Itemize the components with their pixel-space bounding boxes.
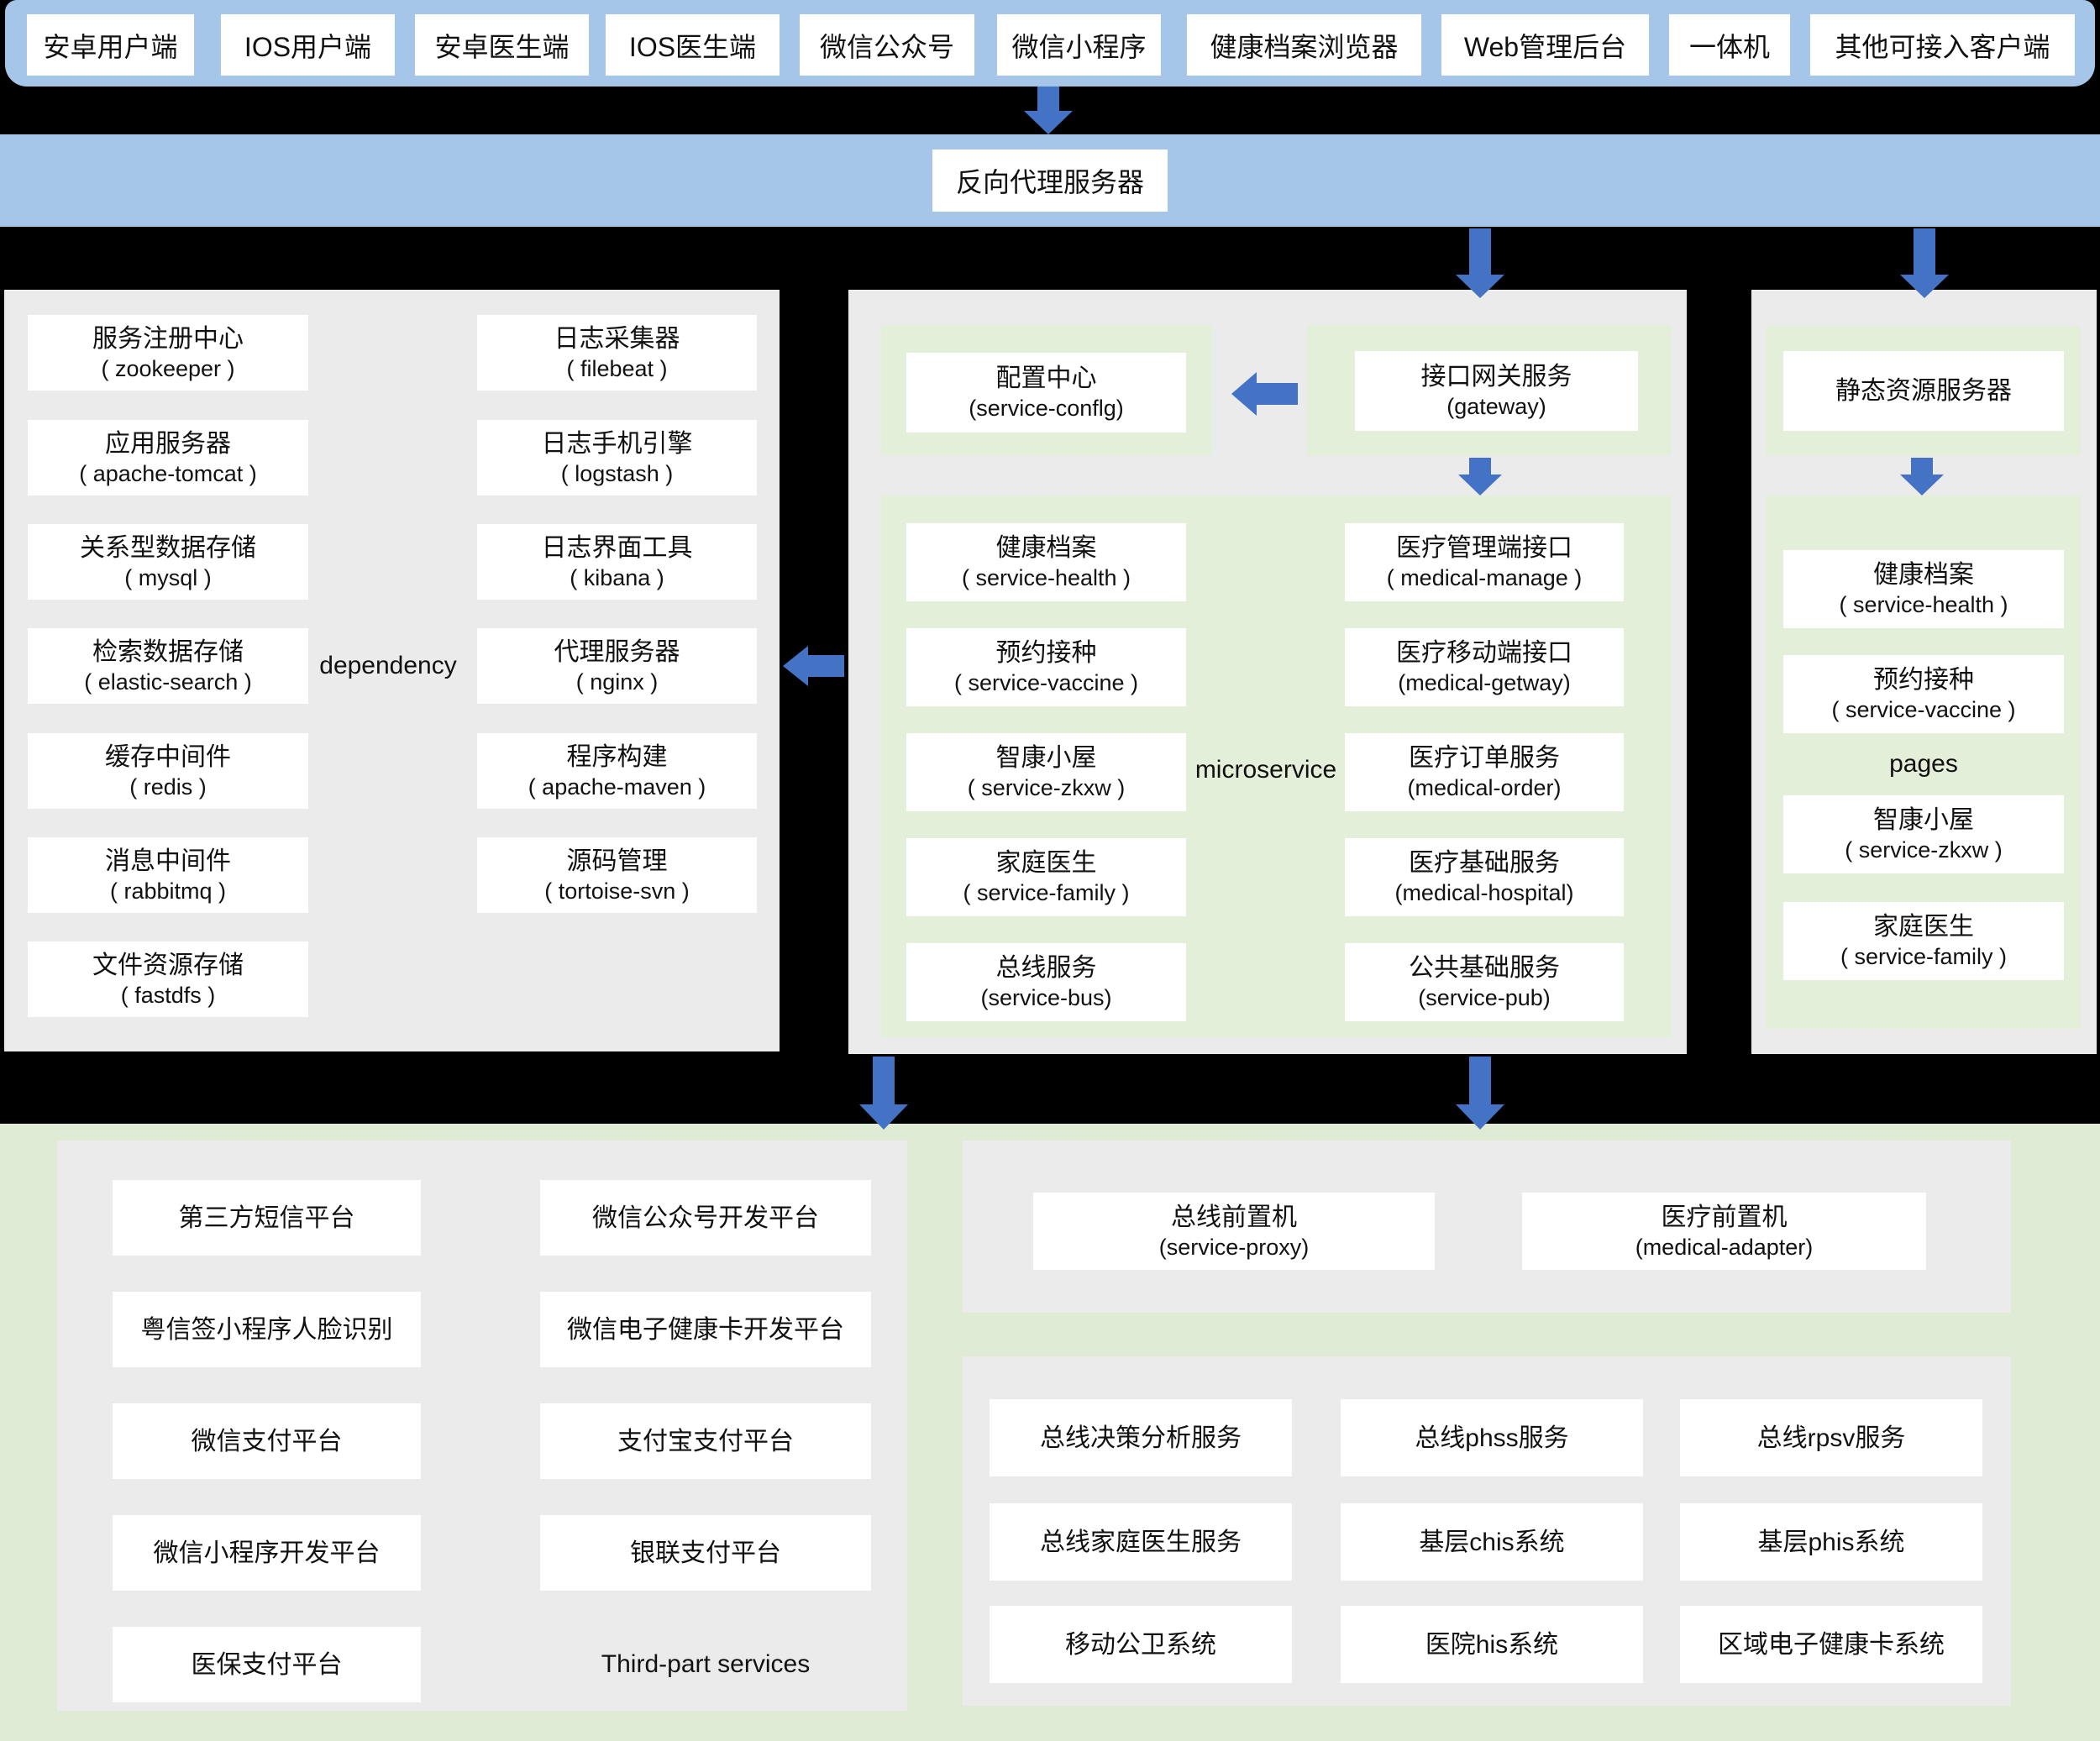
dep-box-elastic-search: 检索数据存储( elastic-search )	[28, 628, 308, 704]
client-box-ios-doctor: IOS医生端	[606, 14, 780, 76]
client-box-all-in-one: 一体机	[1669, 14, 1790, 76]
bus-grid-box-decision: 总线决策分析服务	[990, 1399, 1292, 1476]
ms-box-service-zkxw: 智康小屋( service-zkxw )	[906, 733, 1186, 811]
dep-box-mysql: 关系型数据存储( mysql )	[28, 524, 308, 600]
arrow-left-icon	[783, 645, 844, 687]
arrow-down-icon	[859, 1057, 908, 1130]
ms-box-service-bus: 总线服务(service-bus)	[906, 943, 1186, 1021]
client-label: 安卓医生端	[434, 31, 570, 62]
client-label: 一体机	[1688, 31, 1770, 62]
ms-box-medical-hospital: 医疗基础服务(medical-hospital)	[1345, 838, 1624, 916]
tp-box-unionpay: 银联支付平台	[540, 1515, 871, 1591]
bus-grid-box-family-doctor: 总线家庭医生服务	[990, 1503, 1292, 1581]
page-box-service-health: 健康档案( service-health )	[1783, 550, 2064, 628]
dep-box-filebeat: 日志采集器( filebeat )	[477, 315, 757, 391]
client-box-other: 其他可接入客户端	[1810, 14, 2075, 76]
ms-box-service-family: 家庭医生( service-family )	[906, 838, 1186, 916]
arrow-down-icon	[1900, 458, 1944, 496]
dependency-label: dependency	[319, 652, 457, 679]
client-box-android-doctor: 安卓医生端	[415, 14, 589, 76]
bus-grid-box-phss: 总线phss服务	[1341, 1399, 1643, 1476]
gateway-box: 接口网关服务(gateway)	[1355, 351, 1638, 431]
tp-box-ehealth-card-dev: 微信电子健康卡开发平台	[540, 1292, 871, 1367]
dep-box-zookeeper: 服务注册中心( zookeeper )	[28, 315, 308, 391]
tp-box-sms: 第三方短信平台	[113, 1180, 421, 1256]
arrow-left-icon	[1231, 372, 1298, 416]
client-box-web-admin: Web管理后台	[1441, 14, 1649, 76]
tp-box-medical-insurance-pay: 医保支付平台	[113, 1627, 421, 1702]
dep-box-maven: 程序构建( apache-maven )	[477, 733, 757, 809]
tp-box-alipay: 支付宝支付平台	[540, 1403, 871, 1479]
arrow-down-icon	[1024, 87, 1073, 134]
dep-box-svn: 源码管理( tortoise-svn )	[477, 837, 757, 913]
bus-grid-box-phis: 基层phis系统	[1680, 1503, 1982, 1581]
dep-box-redis: 缓存中间件( redis )	[28, 733, 308, 809]
arrow-down-icon	[1456, 1057, 1504, 1130]
client-box-android-user: 安卓用户端	[27, 14, 194, 76]
arrow-down-icon	[1456, 228, 1504, 298]
config-center-box: 配置中心(service-conflg)	[906, 353, 1186, 433]
ms-box-medical-getway: 医疗移动端接口(medical-getway)	[1345, 628, 1624, 706]
ms-box-service-health: 健康档案( service-health )	[906, 523, 1186, 601]
reverse-proxy-box: 反向代理服务器	[932, 149, 1168, 212]
ms-box-medical-order: 医疗订单服务(medical-order)	[1345, 733, 1624, 811]
bus-grid-box-mobile-public-health: 移动公卫系统	[990, 1606, 1292, 1683]
pages-label: pages	[1889, 750, 1958, 778]
client-label: IOS用户端	[244, 31, 372, 62]
client-box-wechat-official: 微信公众号	[800, 14, 974, 76]
bus-grid-box-his: 医院his系统	[1341, 1606, 1643, 1683]
static-resource-box: 静态资源服务器	[1783, 351, 2064, 431]
client-label: 安卓用户端	[43, 31, 178, 62]
ms-box-service-vaccine: 预约接种( service-vaccine )	[906, 628, 1186, 706]
arrow-down-icon	[1900, 228, 1949, 298]
tp-box-yuexinqian-face: 粤信签小程序人脸识别	[113, 1292, 421, 1367]
dep-box-rabbitmq: 消息中间件( rabbitmq )	[28, 837, 308, 913]
dep-box-tomcat: 应用服务器( apache-tomcat )	[28, 420, 308, 496]
third-part-services-label: Third-part services	[601, 1650, 811, 1678]
arrow-down-icon	[1458, 458, 1502, 496]
medical-adapter-box: 医疗前置机(medical-adapter)	[1522, 1193, 1926, 1270]
tp-box-official-account-dev: 微信公众号开发平台	[540, 1180, 871, 1256]
bus-proxy-box: 总线前置机(service-proxy)	[1033, 1193, 1435, 1270]
tp-box-miniprogram-dev: 微信小程序开发平台	[113, 1515, 421, 1591]
ms-box-medical-manage: 医疗管理端接口( medical-manage )	[1345, 523, 1624, 601]
reverse-proxy-label: 反向代理服务器	[955, 167, 1144, 197]
bus-grid-box-rpsv: 总线rpsv服务	[1680, 1399, 1982, 1476]
dep-box-nginx: 代理服务器( nginx )	[477, 628, 757, 704]
ms-box-service-pub: 公共基础服务(service-pub)	[1345, 943, 1624, 1021]
client-label: IOS医生端	[628, 31, 757, 62]
page-box-service-zkxw: 智康小屋( service-zkxw )	[1783, 795, 2064, 873]
tp-box-wechat-pay: 微信支付平台	[113, 1403, 421, 1479]
dep-box-fastdfs: 文件资源存储( fastdfs )	[28, 941, 308, 1017]
dep-box-logstash: 日志手机引擎( logstash )	[477, 420, 757, 496]
client-label: 微信小程序	[1011, 31, 1147, 62]
client-label: Web管理后台	[1463, 31, 1627, 62]
client-box-health-record-browser: 健康档案浏览器	[1187, 14, 1421, 76]
bus-grid-box-chis: 基层chis系统	[1341, 1503, 1643, 1581]
bus-grid-box-regional-ehealth-card: 区域电子健康卡系统	[1680, 1606, 1982, 1683]
page-box-service-family: 家庭医生( service-family )	[1783, 902, 2064, 980]
client-box-wechat-miniprogram: 微信小程序	[997, 14, 1161, 76]
microservice-label: microservice	[1194, 756, 1337, 784]
client-label: 微信公众号	[819, 31, 954, 62]
dep-box-kibana: 日志界面工具( kibana )	[477, 524, 757, 600]
client-box-ios-user: IOS用户端	[221, 14, 395, 76]
client-label: 其他可接入客户端	[1835, 31, 2050, 62]
client-label: 健康档案浏览器	[1210, 31, 1399, 62]
page-box-service-vaccine: 预约接种( service-vaccine )	[1783, 655, 2064, 733]
